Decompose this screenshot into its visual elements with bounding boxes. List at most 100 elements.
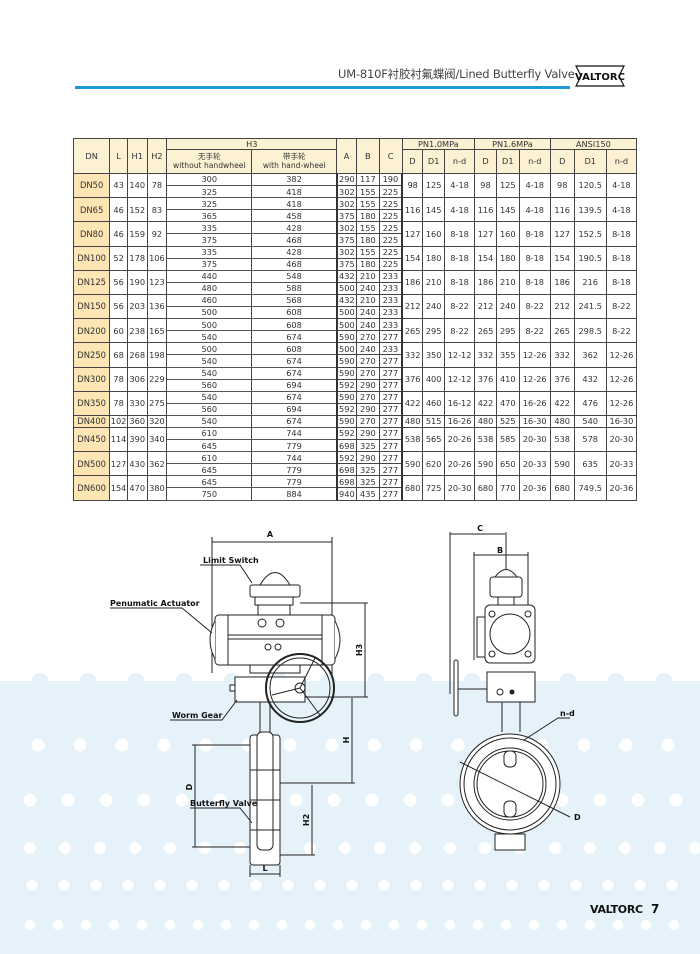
cell-h3-with: 608 [251,306,338,320]
col-header-b: B [355,138,380,174]
cell-h3-without: 645 [166,463,253,477]
cell-h1: 159 [126,221,148,247]
cell-h3-without: 540 [166,414,253,428]
cell-h3-without: 610 [166,426,253,441]
cell-h3-with: 779 [251,475,338,489]
cell-h3-without: 335 [166,245,253,259]
cell-b: 325 [355,463,380,477]
cell-h2: 92 [146,221,168,247]
cell-ansi-d: 127 [549,221,575,247]
valve-body-end-view [459,733,561,835]
cell-a: 590 [335,366,357,380]
cell-b: 240 [355,342,380,356]
cell-h3-without: 440 [166,269,253,283]
col-header-pn16-nd: n-d [518,149,551,174]
cell-ansi-d: 680 [549,475,575,501]
cell-ansi-d1: 241.5 [573,293,607,320]
cell-h1: 390 [126,426,148,453]
cell-h2: 198 [146,342,168,368]
col-header-ansi-nd: n-d [605,149,638,174]
cell-h2: 123 [146,269,168,295]
leader-worm-gear [170,699,238,721]
cell-dn: DN100 [72,245,111,271]
cell-ansi-d: 422 [549,390,575,416]
limit-switch-dome [259,572,291,586]
cell-pn10-nd: 8-18 [444,269,476,295]
cell-h1: 360 [126,414,148,428]
leader-nd [523,717,570,741]
label-worm-gear: Worm Gear [172,711,222,720]
cell-pn16-d1: 210 [495,269,520,295]
cell-h3-without: 540 [166,390,253,404]
cell-h1: 430 [126,451,148,477]
cell-c: 233 [378,342,403,356]
cell-h2: 229 [146,366,168,392]
page-header-title: UM-810F衬胶衬氟蝶阀/Lined Butterfly Valve [338,67,575,81]
cell-c: 225 [378,257,403,271]
cell-pn16-d: 116 [474,197,497,223]
col-header-h2: H2 [146,138,168,174]
cell-ansi-nd: 4-18 [605,172,638,199]
cell-a: 590 [335,354,357,368]
cell-pn16-d1: 650 [495,451,520,477]
cell-pn16-d: 680 [474,475,497,501]
cell-h3-with: 674 [251,414,338,428]
footer-brand: VALTORC [590,903,643,916]
cell-dn: DN200 [72,318,111,344]
cell-b: 325 [355,439,380,453]
col-header-ansi-d1: D1 [573,149,607,174]
cell-ansi-nd: 8-22 [605,293,638,320]
cell-l: 68 [109,342,128,368]
col-header-h1: H1 [126,138,148,174]
cell-pn10-d1: 515 [422,414,446,428]
cell-a: 698 [335,463,357,477]
cell-c: 277 [378,475,403,489]
side-view-drawing: C B n-d D [449,524,581,851]
cell-l: 56 [109,269,128,295]
cell-dn: DN125 [72,269,111,295]
cell-pn10-d1: 565 [422,426,446,453]
cell-b: 270 [355,366,380,380]
cell-h3-with: 418 [251,185,338,199]
cell-h3-without: 645 [166,439,253,453]
leader-limit-switch [200,564,253,584]
cell-h3-with: 674 [251,330,338,344]
cell-b: 270 [355,354,380,368]
cell-b: 155 [355,197,380,211]
cell-h3-without: 610 [166,451,253,465]
cell-pn16-nd: 20-36 [518,475,551,501]
cell-l: 43 [109,172,128,199]
cell-a: 302 [335,245,357,259]
col-header-dn: DN [72,138,111,174]
cell-h1: 152 [126,197,148,223]
cell-pn10-d: 538 [401,426,424,453]
cell-h2: 165 [146,318,168,344]
cell-ansi-d: 332 [549,342,575,368]
col-header-h3-without-handwheel: 无手轮 without handwheel [166,149,253,174]
cell-c: 277 [378,330,403,344]
col-header-pn16-d: D [474,149,497,174]
cell-h2: 106 [146,245,168,271]
col-header-l: L [109,138,128,174]
cell-a: 375 [335,257,357,271]
cell-pn16-nd: 4-18 [518,197,551,223]
cell-l: 78 [109,366,128,392]
cell-h2: 83 [146,197,168,223]
cell-h3-with: 674 [251,366,338,380]
cell-h3-with: 884 [251,487,338,501]
cell-pn10-d: 422 [401,390,424,416]
cell-dn: DN150 [72,293,111,320]
cell-c: 233 [378,293,403,308]
cell-h3-without: 540 [166,330,253,344]
cell-pn16-d1: 125 [495,172,520,199]
cell-b: 180 [355,257,380,271]
front-view-drawing: A Limit Switch Penumatic Actuator Worm G… [110,530,368,877]
cell-h1: 203 [126,293,148,320]
